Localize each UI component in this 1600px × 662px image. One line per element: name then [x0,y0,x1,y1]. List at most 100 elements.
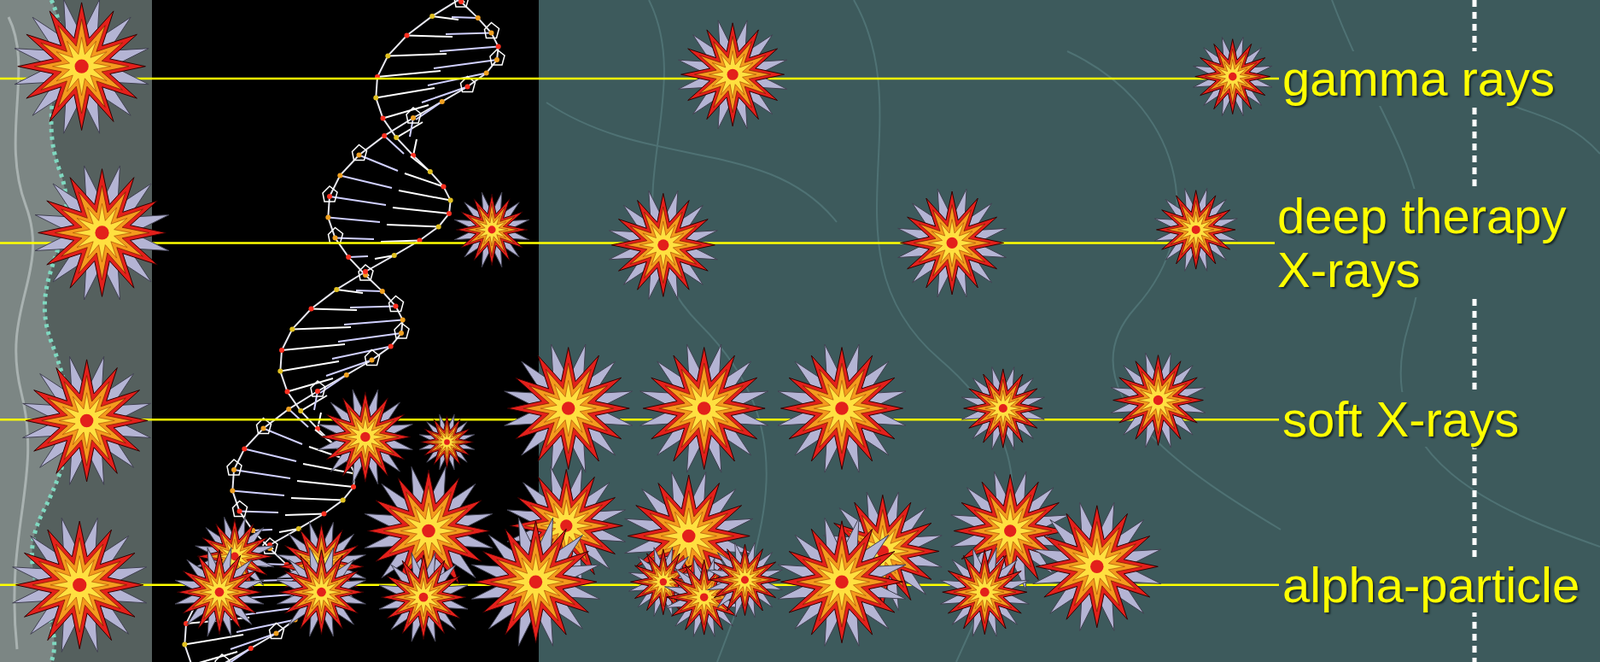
base-pair [332,345,392,359]
star-outer [454,192,530,268]
base-pair [350,305,396,308]
star-yellow [302,572,341,612]
base-pair [232,490,285,496]
star-outer [1033,502,1162,631]
star-red [474,520,597,643]
star-core [835,574,849,589]
star-orange [968,489,1052,573]
base-pair [377,70,441,77]
star-core [1153,395,1163,405]
base-pair [407,35,453,37]
sugar-ring [406,107,421,123]
ionisation-starburst [898,188,1007,298]
star-core [1228,72,1238,82]
phosphate-atom [379,288,386,294]
star-outer [35,165,170,300]
phosphate-atom [393,134,399,141]
star-orange [913,204,990,281]
ionisation-starburst [12,517,147,652]
star-orange [32,537,128,633]
sugar-ring [364,350,380,366]
base-pair [329,196,386,205]
phosphate-atom [496,44,502,50]
base-pair [230,633,276,649]
star-orange [41,375,133,467]
sugar-ring [490,49,505,65]
star-orange [383,485,474,577]
base-pair [409,117,414,137]
base-pair [252,529,273,531]
star-orange [290,560,353,624]
base-pair [288,408,309,427]
phosphate-atom [333,286,339,292]
star-orange [1167,200,1226,259]
phosphate-atom [286,406,292,412]
star-orange [332,403,399,471]
base-pair [291,497,344,500]
star-yellow [1215,59,1250,94]
ionisation-starburst [640,344,769,473]
ionisation-starburst [419,414,475,470]
star-outer [277,547,367,637]
base-pair [439,46,499,52]
star-red [17,2,146,131]
star-red [709,543,782,616]
ionisation-starburst [777,344,906,473]
star-outer [318,389,414,485]
star-outer [379,552,468,642]
phosphate-atom [391,252,398,258]
ionisation-starburst [379,552,468,642]
phosphate-atom [309,306,315,312]
base-pair [344,320,403,325]
sugar-ring [268,623,284,639]
star-yellow [1068,538,1125,595]
base-pair [386,224,439,227]
phosphate-atom [388,343,394,349]
star-yellow [985,390,1022,427]
base-pair [432,16,459,20]
phosphate-atom [368,357,374,363]
phosphate-atom [229,488,235,494]
phosphate-atom [385,52,391,59]
star-yellow [676,379,732,436]
phosphate-atom [494,57,500,63]
phosphate-atom [350,484,357,490]
phosphate-atom [427,169,433,175]
phosphate-atom [279,347,285,353]
star-core [697,401,712,415]
base-pair [314,391,318,410]
star-red [642,347,765,470]
star-outer [471,517,600,646]
phosphate-atom [448,198,454,204]
base-pair [380,240,420,242]
dna-panel [151,0,539,662]
star-orange [974,379,1033,438]
star-core [659,578,667,585]
star-yellow [344,415,386,457]
base-pair [445,32,491,35]
star-yellow [434,429,459,454]
phosphate-atom [429,13,435,19]
background-contours [546,0,1600,662]
star-orange [187,560,251,624]
ionisation-starburst [14,0,149,134]
star-orange [34,18,129,113]
star-core [700,592,709,602]
ionisation-starburst [608,190,718,299]
sugar-ring [388,295,403,311]
star-outer [898,188,1007,298]
base-pair [348,256,368,257]
radiation-label: alpha-particle [1279,557,1583,613]
base-pair [327,217,380,222]
sugar-ring [352,145,368,161]
phosphate-atom [289,326,295,332]
sugar-ring [328,227,344,243]
star-core [443,438,450,445]
star-outer [419,414,475,470]
base-pair [281,344,345,351]
star-yellow [709,51,757,99]
star-outer [14,0,149,134]
star-outer [640,344,769,473]
ionisation-starburst [504,344,633,473]
sugar-ring [358,264,374,281]
